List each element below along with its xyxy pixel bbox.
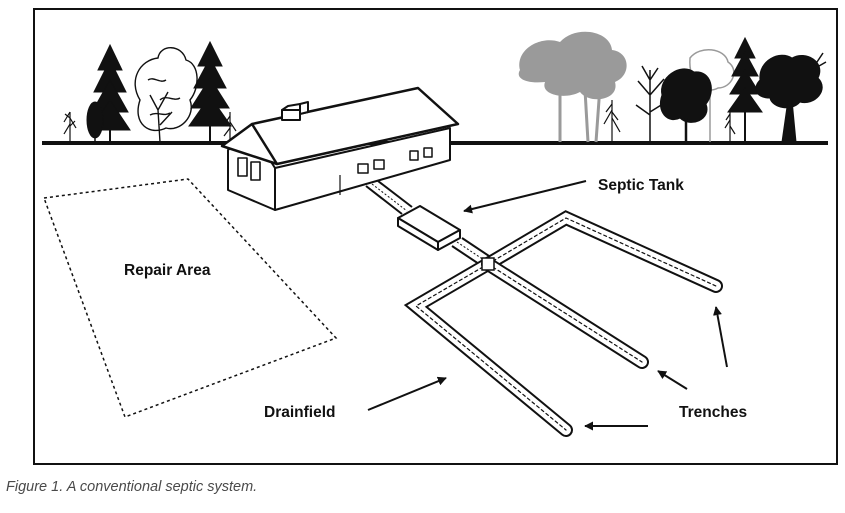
outline-tree <box>134 47 198 143</box>
repair-area-outline <box>42 178 338 418</box>
septic-tank-arrow <box>463 180 587 214</box>
septic-tank <box>397 205 461 251</box>
house <box>220 86 460 211</box>
arrows <box>367 180 728 431</box>
drainfield-label: Drainfield <box>264 404 335 421</box>
left-trees <box>63 40 237 142</box>
repair-area-label: Repair Area <box>124 262 211 279</box>
sewer-pipe <box>365 180 413 215</box>
septic-tank-label: Septic Tank <box>598 177 684 194</box>
right-dark-trees <box>603 36 827 143</box>
figure-caption: Figure 1. A conventional septic system. <box>6 479 258 495</box>
trenches-arrow-middle <box>657 370 688 390</box>
drainfield-trenches <box>403 210 723 437</box>
trenches-label: Trenches <box>679 404 747 421</box>
trenches-arrow-upper <box>713 306 728 368</box>
drainfield-arrow <box>367 376 447 411</box>
